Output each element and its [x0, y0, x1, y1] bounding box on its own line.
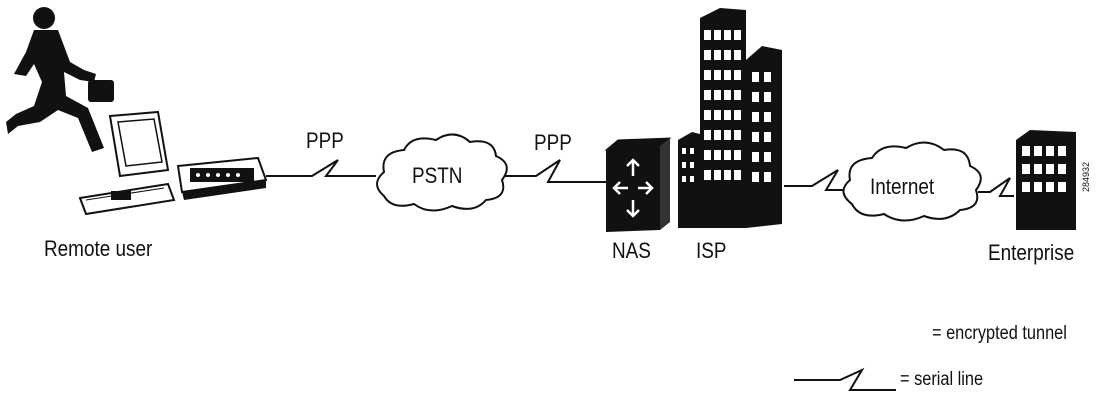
- label-isp: ISP: [696, 238, 727, 263]
- isp-building-icon: [678, 8, 782, 228]
- running-person-icon: [6, 7, 114, 152]
- label-pstn: PSTN: [412, 163, 463, 188]
- modem-icon: [176, 156, 268, 200]
- legend-tunnel-text: = encrypted tunnel: [932, 323, 1067, 344]
- legend-serial-line-symbol: [794, 367, 896, 391]
- serial-line-isp-internet: [784, 169, 846, 191]
- serial-line-internet-enterprise: [978, 177, 1014, 197]
- label-remote-user: Remote user: [44, 236, 153, 261]
- label-ppp-right: PPP: [534, 130, 572, 155]
- legend-serial-text: = serial line: [900, 369, 984, 390]
- isp-windows: [704, 30, 771, 182]
- figure-id: 284932: [1081, 161, 1091, 192]
- label-enterprise: Enterprise: [988, 240, 1075, 265]
- label-nas: NAS: [612, 238, 651, 263]
- label-ppp-left: PPP: [306, 128, 344, 153]
- nas-router-icon: [604, 137, 672, 232]
- internet-cloud: [842, 141, 982, 222]
- serial-line-modem-pstn: [266, 159, 376, 177]
- pstn-cloud: [376, 133, 508, 212]
- enterprise-building-icon: [1016, 130, 1076, 230]
- serial-line-pstn-nas: [504, 159, 606, 183]
- laptop-icon: [78, 110, 176, 216]
- label-internet: Internet: [870, 174, 935, 199]
